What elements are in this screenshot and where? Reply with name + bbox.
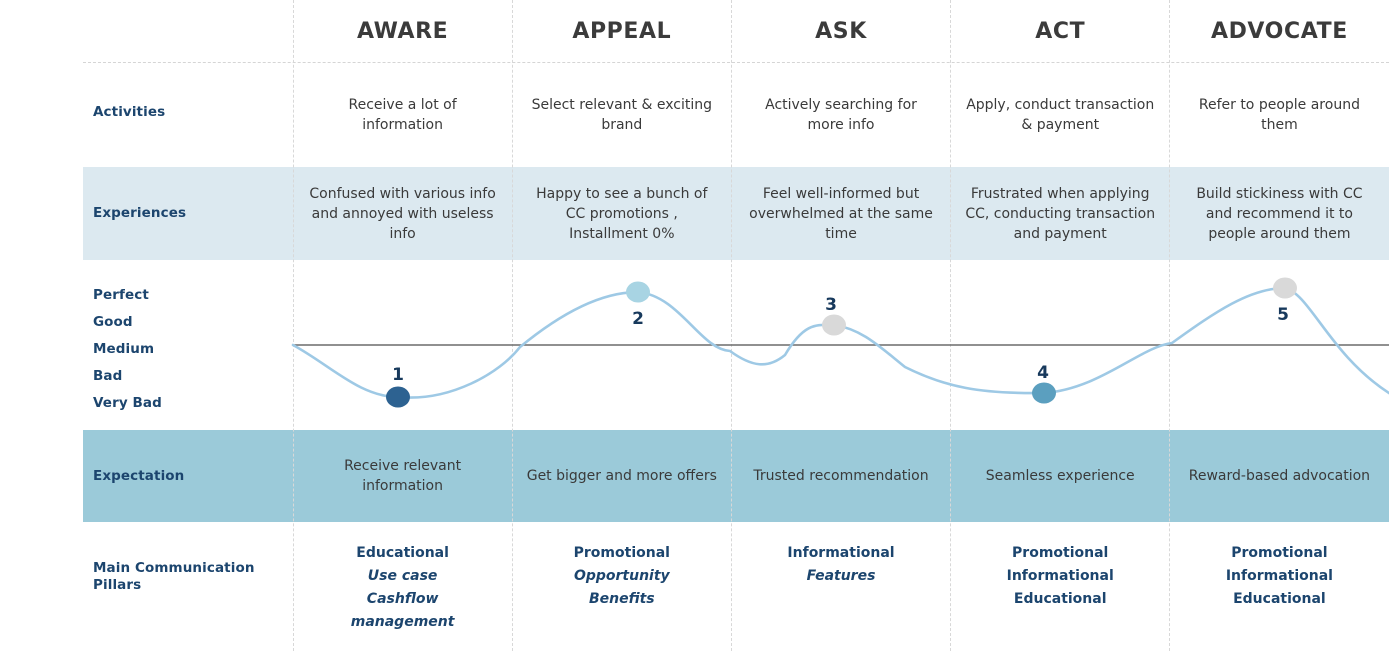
stage-title: ASK — [815, 18, 867, 44]
scale-label-good: Good — [93, 314, 133, 330]
emotion-point-5[interactable] — [1273, 277, 1297, 299]
row-label-experiences: Experiences — [93, 205, 187, 221]
pillar-line: Educational — [1233, 591, 1326, 607]
experiences-cell-ask: Feel well-informed but overwhelmed at th… — [731, 167, 950, 260]
column-divider-2 — [512, 0, 513, 651]
expectation-cell-aware: Receive relevant information — [293, 430, 512, 522]
pillar-line: Informational — [1225, 568, 1333, 584]
stage-title: ADVOCATE — [1210, 18, 1348, 44]
column-divider-3 — [731, 0, 732, 651]
emotion-point-1[interactable] — [386, 386, 410, 408]
experiences-row: Experiences Confused with various info a… — [0, 167, 1389, 260]
row-label-activities: Activities — [93, 104, 166, 120]
activities-row: Activities Receive a lot of information … — [0, 62, 1389, 167]
cell-text: Apply, conduct transaction & payment — [966, 96, 1155, 133]
column-divider-1 — [293, 0, 294, 651]
cell-text: Receive relevant information — [344, 458, 462, 494]
emotion-curve-chart: 1 2 3 4 5 — [0, 260, 1389, 430]
emotion-point-label-2: 2 — [632, 309, 644, 329]
stage-header-aware: AWARE — [293, 0, 512, 62]
expectation-band — [83, 430, 1389, 522]
cell-text: Select relevant & exciting brand — [531, 96, 712, 133]
expectation-cell-act: Seamless experience — [951, 430, 1170, 522]
activities-cell-act: Apply, conduct transaction & payment — [951, 62, 1170, 167]
cell-text: Actively searching for more info — [765, 96, 917, 133]
cell-text: Build stickiness with CC and recommend i… — [1196, 185, 1363, 242]
cell-text: Happy to see a bunch of CC promotions , … — [536, 185, 708, 242]
emotion-curve-line — [291, 286, 1389, 399]
cell-text: Seamless experience — [985, 468, 1135, 484]
pillar-line: Cashflow — [366, 591, 439, 607]
row-label-expectation: Expectation — [93, 468, 185, 484]
expectation-row: Expectation Receive relevant information… — [0, 430, 1389, 522]
cell-text: Trusted recommendation — [753, 468, 929, 484]
activities-cell-ask: Actively searching for more info — [731, 62, 950, 167]
cell-text: Receive a lot of information — [348, 96, 457, 133]
activities-cell-advocate: Refer to people around them — [1170, 62, 1389, 167]
pillar-line: Informational — [1006, 568, 1114, 584]
pillar-line: management — [350, 614, 455, 630]
expectation-cell-advocate: Reward-based advocation — [1170, 430, 1389, 522]
pillar-line: Educational — [1013, 591, 1107, 607]
cell-text: Feel well-informed but overwhelmed at th… — [749, 185, 933, 242]
emotion-point-2[interactable] — [626, 281, 650, 303]
experiences-band — [83, 167, 1389, 260]
pillar-line: Promotional — [573, 545, 670, 561]
header-separator — [83, 62, 1389, 63]
pillar-line: Benefits — [588, 591, 655, 607]
emotion-point-label-1: 1 — [392, 365, 404, 385]
emotion-point-label-5: 5 — [1277, 305, 1289, 325]
stage-header-row: AWARE APPEAL ASK ACT ADVOCATE — [0, 0, 1389, 62]
emotion-point-3[interactable] — [822, 314, 846, 336]
emotion-curve-svg — [291, 277, 1389, 408]
stage-header-appeal: APPEAL — [512, 0, 731, 62]
cell-text: Refer to people around them — [1198, 96, 1360, 133]
emotion-curve-row: Perfect Good Medium Bad Very Bad 1 2 3 4 5 — [0, 260, 1389, 430]
pillar-line: Promotional — [1012, 545, 1109, 561]
activities-cell-appeal: Select relevant & exciting brand — [512, 62, 731, 167]
pillar-line: Educational — [356, 545, 449, 561]
cell-text: Reward-based advocation — [1188, 468, 1371, 484]
pillar-line: Opportunity — [573, 568, 670, 584]
scale-label-bad: Bad — [93, 368, 123, 384]
scale-label-medium: Medium — [93, 341, 155, 357]
pillar-line: Use case — [367, 568, 438, 584]
stage-header-advocate: ADVOCATE — [1170, 0, 1389, 62]
stage-title: ACT — [1035, 18, 1086, 44]
pillar-line: Informational — [787, 545, 895, 561]
emotion-scale-labels: Perfect Good Medium Bad Very Bad — [93, 282, 283, 417]
stage-title: APPEAL — [572, 18, 672, 44]
stage-header-ask: ASK — [731, 0, 950, 62]
stage-header-act: ACT — [951, 0, 1170, 62]
experiences-cell-appeal: Happy to see a bunch of CC promotions , … — [512, 167, 731, 260]
cell-text: Get bigger and more offers — [526, 468, 717, 484]
pillar-line: Features — [806, 568, 876, 584]
pillar-line: Promotional — [1231, 545, 1328, 561]
activities-cell-aware: Receive a lot of information — [293, 62, 512, 167]
cell-text: Confused with various info and annoyed w… — [309, 185, 496, 242]
expectation-cell-ask: Trusted recommendation — [731, 430, 950, 522]
emotion-point-4[interactable] — [1032, 382, 1056, 404]
scale-label-very-bad: Very Bad — [93, 395, 162, 411]
column-divider-4 — [950, 0, 951, 651]
scale-label-perfect: Perfect — [93, 287, 149, 303]
cell-text: Frustrated when applying CC, conducting … — [965, 185, 1156, 242]
column-divider-5 — [1169, 0, 1170, 651]
expectation-cell-appeal: Get bigger and more offers — [512, 430, 731, 522]
emotion-point-label-3: 3 — [825, 295, 837, 315]
experiences-cell-act: Frustrated when applying CC, conducting … — [951, 167, 1170, 260]
experiences-cell-advocate: Build stickiness with CC and recommend i… — [1170, 167, 1389, 260]
emotion-point-label-4: 4 — [1037, 363, 1049, 383]
stage-title: AWARE — [356, 18, 449, 44]
experiences-cell-aware: Confused with various info and annoyed w… — [293, 167, 512, 260]
row-label-pillars: Main Communication Pillars — [93, 560, 255, 593]
